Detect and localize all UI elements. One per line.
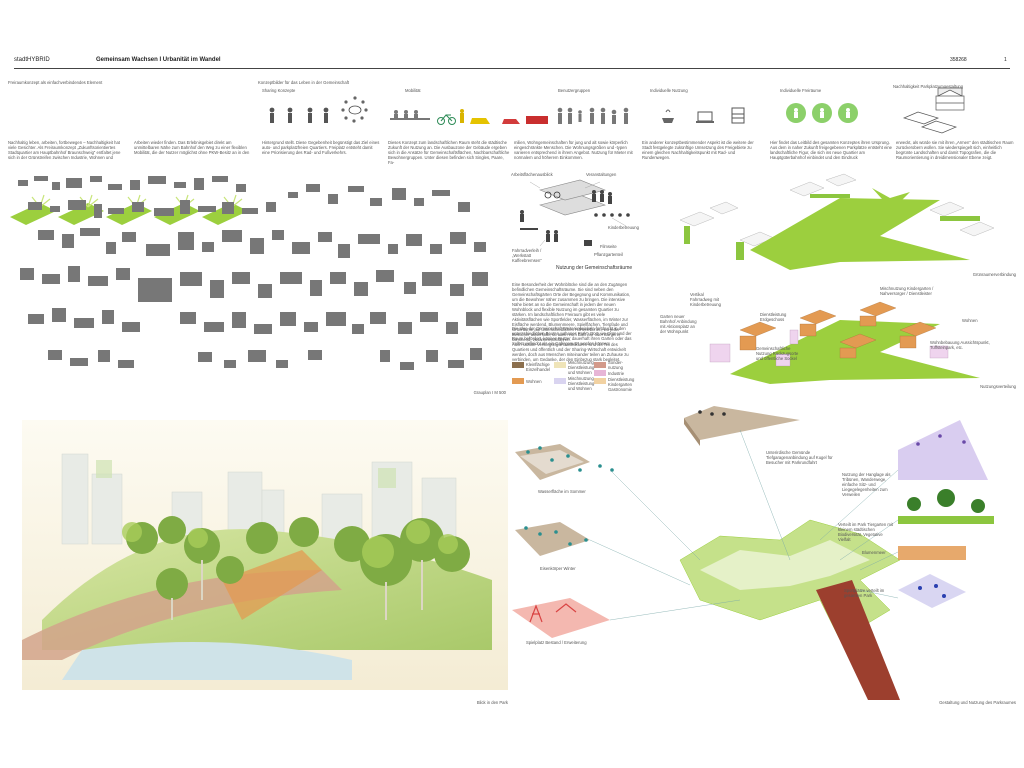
text-p6: Ein anderer konzeptbestimmender Aspekt i… [642, 140, 754, 160]
shared-body-2: Die Idee der Gemeinschaft Weiterentwicke… [512, 326, 632, 346]
text-p4: Dieses Konzept zum landschaftlichen Raum… [388, 140, 510, 165]
label-b3: Dienstleistung Erdgeschoss [760, 312, 787, 322]
label-a4: Fahrradverleih / „Werkstatt Kaffeebremse… [512, 248, 542, 263]
car-yellow-icon [470, 118, 490, 124]
text-p3: Hintergrund stellt. Diese Gegebenheit be… [262, 140, 380, 155]
label-b7: Wohnbebauung Aussichtspunkt, Tuffsteinpa… [930, 340, 990, 350]
shared-body: Eine Besonderheit der Wohnblöcke sind di… [512, 282, 631, 342]
poster-title: Gemeinsam Wachsen I Urbanität im Wandel [96, 57, 221, 63]
concept-title-3: Sharing Konzepte [262, 88, 296, 93]
concept-title-2: Konzeptbilder für das Leben in der Gemei… [258, 80, 350, 85]
circle-people-icon [341, 96, 368, 123]
mobility-icons [390, 109, 548, 125]
label-c3: Eisenkörper Winter [540, 566, 576, 571]
legend-l6: Industrie [608, 371, 625, 376]
entry-code: 358268 [950, 57, 967, 63]
text-p5: milien, Wohngemeinschaften für jung und … [514, 140, 633, 160]
open-space-circles [786, 103, 858, 123]
label-a6: Filmseite [600, 244, 617, 249]
car-red-icon [502, 119, 520, 124]
label-b1: Vertikal Fahrradweg mit Kinderbetreuung [690, 292, 721, 307]
legend-l3: Mischnutzung Dienstleistung und Wohnen [568, 360, 595, 375]
bike-share-icon [544, 191, 561, 199]
caption-use: Nutzungsverteilung [980, 384, 1016, 389]
text-p8: erweckt, als würde sie mit ihren „Armen“… [896, 140, 1014, 160]
label-c1: Unterirdische Gemünde Tiefgaragenanbindu… [766, 450, 833, 465]
caption-park-design: Gestaltung und Nutzung des Parkraumes [939, 700, 1016, 705]
shared-space-people [520, 190, 630, 246]
label-c6: Verteilt im Park Tiergarten mit kleinem … [838, 522, 893, 542]
text-p7: Hier findet das Leitbild des gesamten Ko… [770, 140, 892, 160]
shared-title: Nutzung der Gemeinschaftsräume [556, 265, 633, 271]
green-connection-axonometry [679, 173, 995, 270]
shared-body-3: Auch soziale Versorgungsinfrastrukturen … [512, 342, 629, 362]
text-p2: Arbeiten wieder finden. Das Erlebnisgebi… [134, 140, 250, 155]
label-b5: Wohnen [962, 318, 978, 323]
concept-title-7: Individuelle Freiräume [780, 88, 822, 93]
legend-l2: Wohnen [526, 379, 542, 384]
concept-title-8: Nachhaltigkeit Parkplatzumgestaltung [893, 84, 964, 89]
label-c4: Spielplatz Bestand / Erweiterung [526, 640, 587, 645]
label-c7: Blumenmeer [862, 550, 886, 555]
label-c5: Nutzung der Hanglage als Tribünen, Wande… [842, 472, 891, 497]
label-a1: Arbeitsflächenausblick [511, 172, 553, 177]
label-b6: Gemeinschaftliche Nutzung Rückzugsorte u… [756, 346, 799, 361]
caption-green: Grünraumerverbindung [972, 272, 1016, 277]
concept-title-1: Freiraumkonzept als einfachverbindendes … [8, 80, 103, 85]
legend-l5: Sonder-nutzung [608, 360, 623, 370]
bicycle-icon [437, 114, 456, 125]
pedestrian-icon [460, 109, 464, 123]
label-b2: Garten neuer Bahnhof Anbindung mit Aktio… [660, 314, 697, 334]
tree-trunks [171, 560, 423, 620]
truck-icon [526, 116, 548, 124]
label-c2: Wasserfläche im Sommer [538, 489, 586, 494]
header-rule [14, 68, 1010, 69]
label-c8: Sportplätze verteilt im gesamten Park [844, 588, 885, 598]
label-a3: Kinderbetreuung [608, 225, 639, 230]
caption-figure-ground: Grauplan I M 500 [473, 390, 506, 395]
individual-use-icons [662, 107, 745, 124]
legend-l4: Mischnutzung Dienstleistung und Wohnen [568, 376, 595, 391]
park-perspective-rendering [22, 420, 508, 690]
legend-l7: Dienstleistung Kindergarten Gastronomie [608, 377, 635, 392]
figure-ground-map [18, 176, 488, 370]
concept-title-6: Individuelle Nutzung [650, 88, 688, 93]
page-number: 1 [1004, 57, 1007, 63]
legend-l1: Kleinflächige Einzelhandel [526, 362, 550, 372]
use-distribution-axonometry [709, 301, 980, 384]
label-a5: Pflanzgartenteil [594, 252, 623, 257]
concept-title-5: Benutzergruppen [558, 88, 591, 93]
user-group-icons [557, 107, 629, 124]
sharing-people-icons [269, 107, 329, 123]
concept-title-4: Mobilität [405, 88, 421, 93]
caption-park-view: Blick in den Park [476, 700, 508, 705]
text-p1: Nachhaltig leben, arbeiten, fortbewegen … [8, 140, 121, 160]
label-a2: Veranstaltungen [586, 172, 617, 177]
logo: stadtHYBRID [14, 57, 50, 63]
label-b4: Mischnutzung Kindergarten / Nahversorger… [880, 286, 934, 296]
parking-icons [902, 87, 965, 134]
